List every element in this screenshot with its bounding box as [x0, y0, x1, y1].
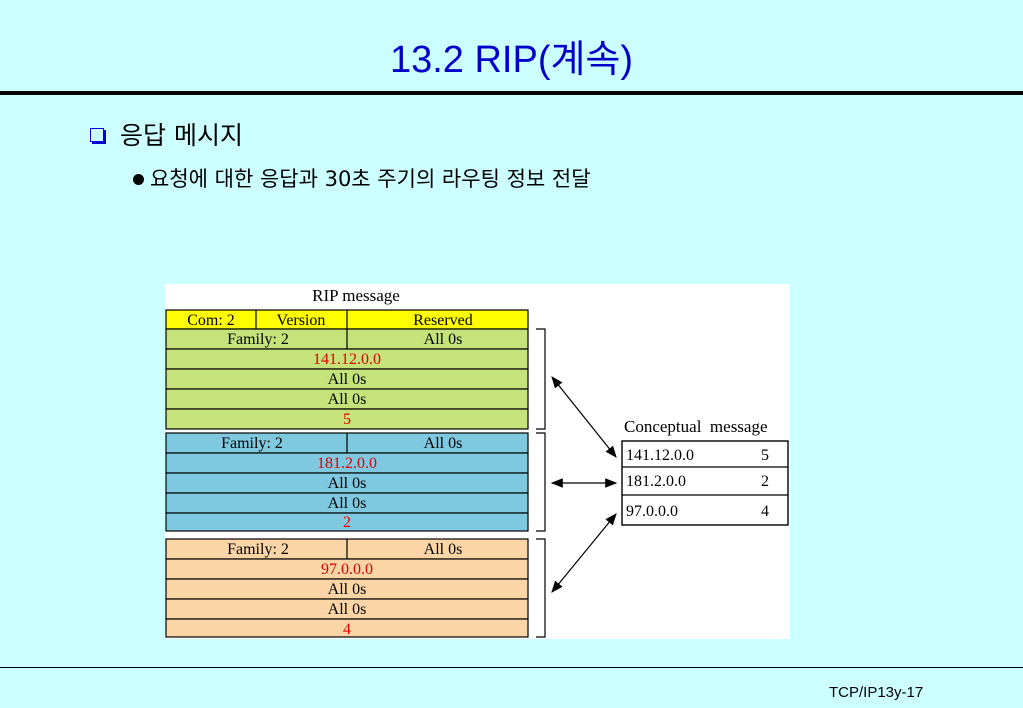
entry-1-metric: 5 — [343, 411, 351, 428]
entry-2-address: 181.2.0.0 — [317, 455, 377, 472]
conceptual-row-2-network: 181.2.0.0 — [626, 473, 686, 490]
entry-3-metric: 4 — [343, 621, 351, 638]
bullet-level1-text: 응답 메시지 — [120, 121, 243, 150]
rip-diagram: RIP message Com: 2 Version Reserved Fami… — [165, 284, 790, 639]
bullet-level2: 요청에 대한 응답과 30초 주기의 라우팅 정보 전달 — [133, 163, 591, 193]
conceptual-row-2-metric: 2 — [761, 473, 769, 490]
entry-group-2: Family: 2 All 0s 181.2.0.0 All 0s All 0s… — [165, 432, 529, 532]
entry-1-family-zeros: All 0s — [424, 331, 463, 348]
conceptual-row-1-metric: 5 — [761, 447, 769, 464]
square-bullet-icon — [90, 128, 104, 142]
entry-1-address: 141.12.0.0 — [313, 351, 381, 368]
entry-group-1: Family: 2 All 0s 141.12.0.0 All 0s All 0… — [165, 328, 529, 430]
entry-2-metric: 2 — [343, 514, 351, 531]
header-com: Com: 2 — [187, 312, 235, 329]
header-row: Com: 2 Version Reserved — [165, 309, 529, 330]
title-divider — [0, 91, 1023, 95]
entry-3-zeros-1: All 0s — [328, 581, 367, 598]
slide-title: 13.2 RIP(계속) — [389, 39, 634, 81]
header-reserved: Reserved — [413, 312, 473, 329]
circle-bullet-icon — [133, 174, 144, 185]
arrow-group-1 — [551, 376, 617, 458]
entry-2-zeros-2: All 0s — [328, 495, 367, 512]
entry-3-zeros-2: All 0s — [328, 601, 367, 618]
bracket-group-1 — [536, 328, 546, 430]
conceptual-row-3-network: 97.0.0.0 — [626, 503, 678, 520]
bullet-level2-text: 요청에 대한 응답과 30초 주기의 라우팅 정보 전달 — [150, 167, 591, 191]
arrow-group-3 — [551, 513, 617, 593]
entry-1-zeros-1: All 0s — [328, 371, 367, 388]
entry-2-zeros-1: All 0s — [328, 475, 367, 492]
entry-2-family: Family: 2 — [221, 435, 283, 452]
bullet-level1: 응답 메시지 — [90, 116, 243, 152]
bracket-group-3 — [536, 538, 546, 638]
conceptual-caption: Conceptual message — [624, 417, 768, 436]
conceptual-row-3-metric: 4 — [761, 503, 769, 520]
entry-3-address: 97.0.0.0 — [321, 561, 373, 578]
rip-message-caption: RIP message — [312, 286, 400, 305]
slide-footer: TCP/IP13y-17 — [829, 684, 924, 701]
conceptual-table: 141.12.0.0 5 181.2.0.0 2 97.0.0.0 4 — [621, 440, 789, 526]
footer-divider — [0, 667, 1023, 668]
entry-2-family-zeros: All 0s — [424, 435, 463, 452]
entry-1-zeros-2: All 0s — [328, 391, 367, 408]
header-version: Version — [277, 312, 326, 329]
bracket-group-2 — [536, 432, 546, 532]
entry-group-3: Family: 2 All 0s 97.0.0.0 All 0s All 0s … — [165, 538, 529, 638]
entry-3-family: Family: 2 — [227, 541, 289, 558]
conceptual-row-1-network: 141.12.0.0 — [626, 447, 694, 464]
entry-3-family-zeros: All 0s — [424, 541, 463, 558]
entry-1-family: Family: 2 — [227, 331, 289, 348]
